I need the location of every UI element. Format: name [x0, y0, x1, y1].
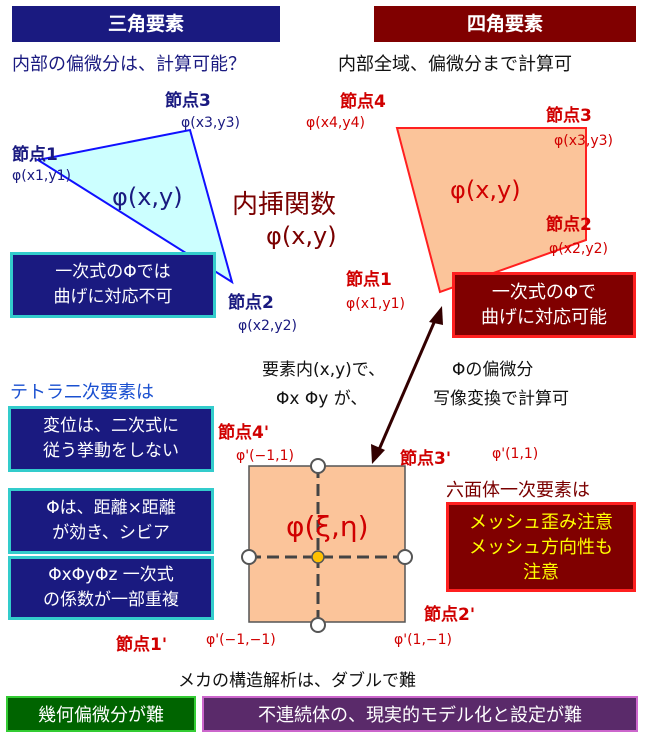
mapping-arrowhead-top [429, 306, 443, 325]
mapping-arrow-line [376, 317, 438, 453]
tri-node2-label: 節点2 [228, 293, 274, 313]
quad-element [395, 127, 587, 294]
hex-title: 六面体一次要素は [446, 480, 590, 501]
quad-header: 四角要素 [374, 6, 636, 42]
footer-note: メカの構造解析は、ダブルで難 [178, 671, 416, 691]
quad-capability-line1: 一次式のΦで [491, 282, 597, 303]
quad-node2-coord: φ(x2,y2) [549, 241, 608, 257]
quad-node2-label: 節点2 [546, 215, 592, 235]
tetra-box-distance: Φは、距離×距離 が効き、シビア [8, 488, 214, 554]
tetra-box1-line1: 変位は、二次式に [43, 416, 179, 436]
hex-warning-box: メッシュ歪み注意 メッシュ方向性も 注意 [446, 502, 636, 592]
quad-node3-label: 節点3 [546, 106, 592, 126]
tri-node2-coord: φ(x2,y2) [238, 318, 297, 334]
tri-node3-label: 節点3 [165, 91, 211, 111]
hex-warning-line1: メッシュ歪み注意 [469, 511, 613, 533]
iso-node-bottom [310, 617, 326, 633]
quad-node1-coord: φ(x1,y1) [346, 296, 405, 312]
quad-note: 内部全域、偏微分まで計算可 [338, 54, 572, 75]
iso-node2-label: 節点2' [424, 605, 476, 625]
middle-right-line1: Φの偏微分 [452, 360, 534, 380]
iso-node3-label: 節点3' [400, 449, 452, 469]
tri-node1-label: 節点1 [12, 145, 58, 165]
triangle-header: 三角要素 [12, 6, 280, 42]
quad-capability-box: 一次式のΦで 曲げに対応可能 [452, 272, 636, 338]
tri-center-phi: φ(x,y) [112, 183, 183, 211]
iso-node-right [397, 549, 413, 565]
tetra-box2-line1: Φは、距離×距離 [46, 498, 176, 518]
iso-node1-label: 節点1' [116, 635, 168, 655]
tri-node1-coord: φ(x1,y1) [12, 168, 71, 184]
triangle-limit-line1: 一次式のΦでは [55, 262, 171, 282]
tri-node3-coord: φ(x3,y3) [181, 115, 240, 131]
tetra-box2-line2: が効き、シビア [52, 523, 170, 543]
quad-node4-label: 節点4 [340, 92, 386, 112]
hex-warning-line2: メッシュ方向性も [469, 536, 613, 558]
mapping-arrowhead-bottom [371, 444, 385, 464]
quad-node3-coord: φ(x3,y3) [554, 133, 613, 149]
iso-node4-coord: φ'(−1,1) [236, 448, 295, 464]
iso-node-top [310, 458, 326, 474]
tetra-box3-line1: ΦxΦyΦz 一次式 [48, 565, 174, 585]
quad-node4-coord: φ(x4,y4) [306, 115, 365, 131]
interp-func: φ(x,y) [266, 222, 337, 250]
middle-left-line2: Φx Φy が、 [276, 389, 368, 409]
iso-node3-coord: φ'(1,1) [492, 446, 539, 462]
iso-node4-label: 節点4' [218, 423, 270, 443]
footer-discontinuity-box: 不連続体の、現実的モデル化と設定が難 [202, 696, 638, 732]
tetra-box-coefficients: ΦxΦyΦz 一次式 の係数が一部重複 [8, 556, 214, 620]
tetra-box-displacement: 変位は、二次式に 従う挙動をしない [8, 406, 214, 472]
iso-node1-coord: φ'(−1,−1) [206, 632, 276, 648]
iso-square [248, 465, 406, 623]
quad-capability-line2: 曲げに対応可能 [481, 307, 607, 328]
hex-warning-line3: 注意 [523, 561, 559, 583]
quad-center-phi: φ(x,y) [450, 176, 521, 204]
quad-node1-label: 節点1 [346, 270, 392, 290]
iso-node2-coord: φ'(1,−1) [394, 632, 453, 648]
iso-center-phi: φ(ξ,η) [286, 510, 369, 543]
iso-node-center [311, 550, 325, 564]
iso-node-left [241, 549, 257, 565]
triangle-element [35, 128, 234, 285]
tetra-title: テトラ二次要素は [10, 382, 154, 403]
interp-title: 内挿関数 [232, 190, 337, 220]
footer-geometry-box: 幾何偏微分が難 [6, 696, 196, 732]
middle-right-line2: 写像変換で計算可 [433, 389, 569, 409]
tetra-box3-line2: の係数が一部重複 [43, 590, 179, 610]
triangle-question: 内部の偏微分は、計算可能？ [12, 54, 246, 75]
middle-left-line1: 要素内(x,y)で、 [262, 360, 386, 380]
tetra-box1-line2: 従う挙動をしない [43, 441, 179, 461]
triangle-limit-line2: 曲げに対応不可 [53, 287, 173, 307]
triangle-limit-box: 一次式のΦでは 曲げに対応不可 [10, 252, 216, 318]
